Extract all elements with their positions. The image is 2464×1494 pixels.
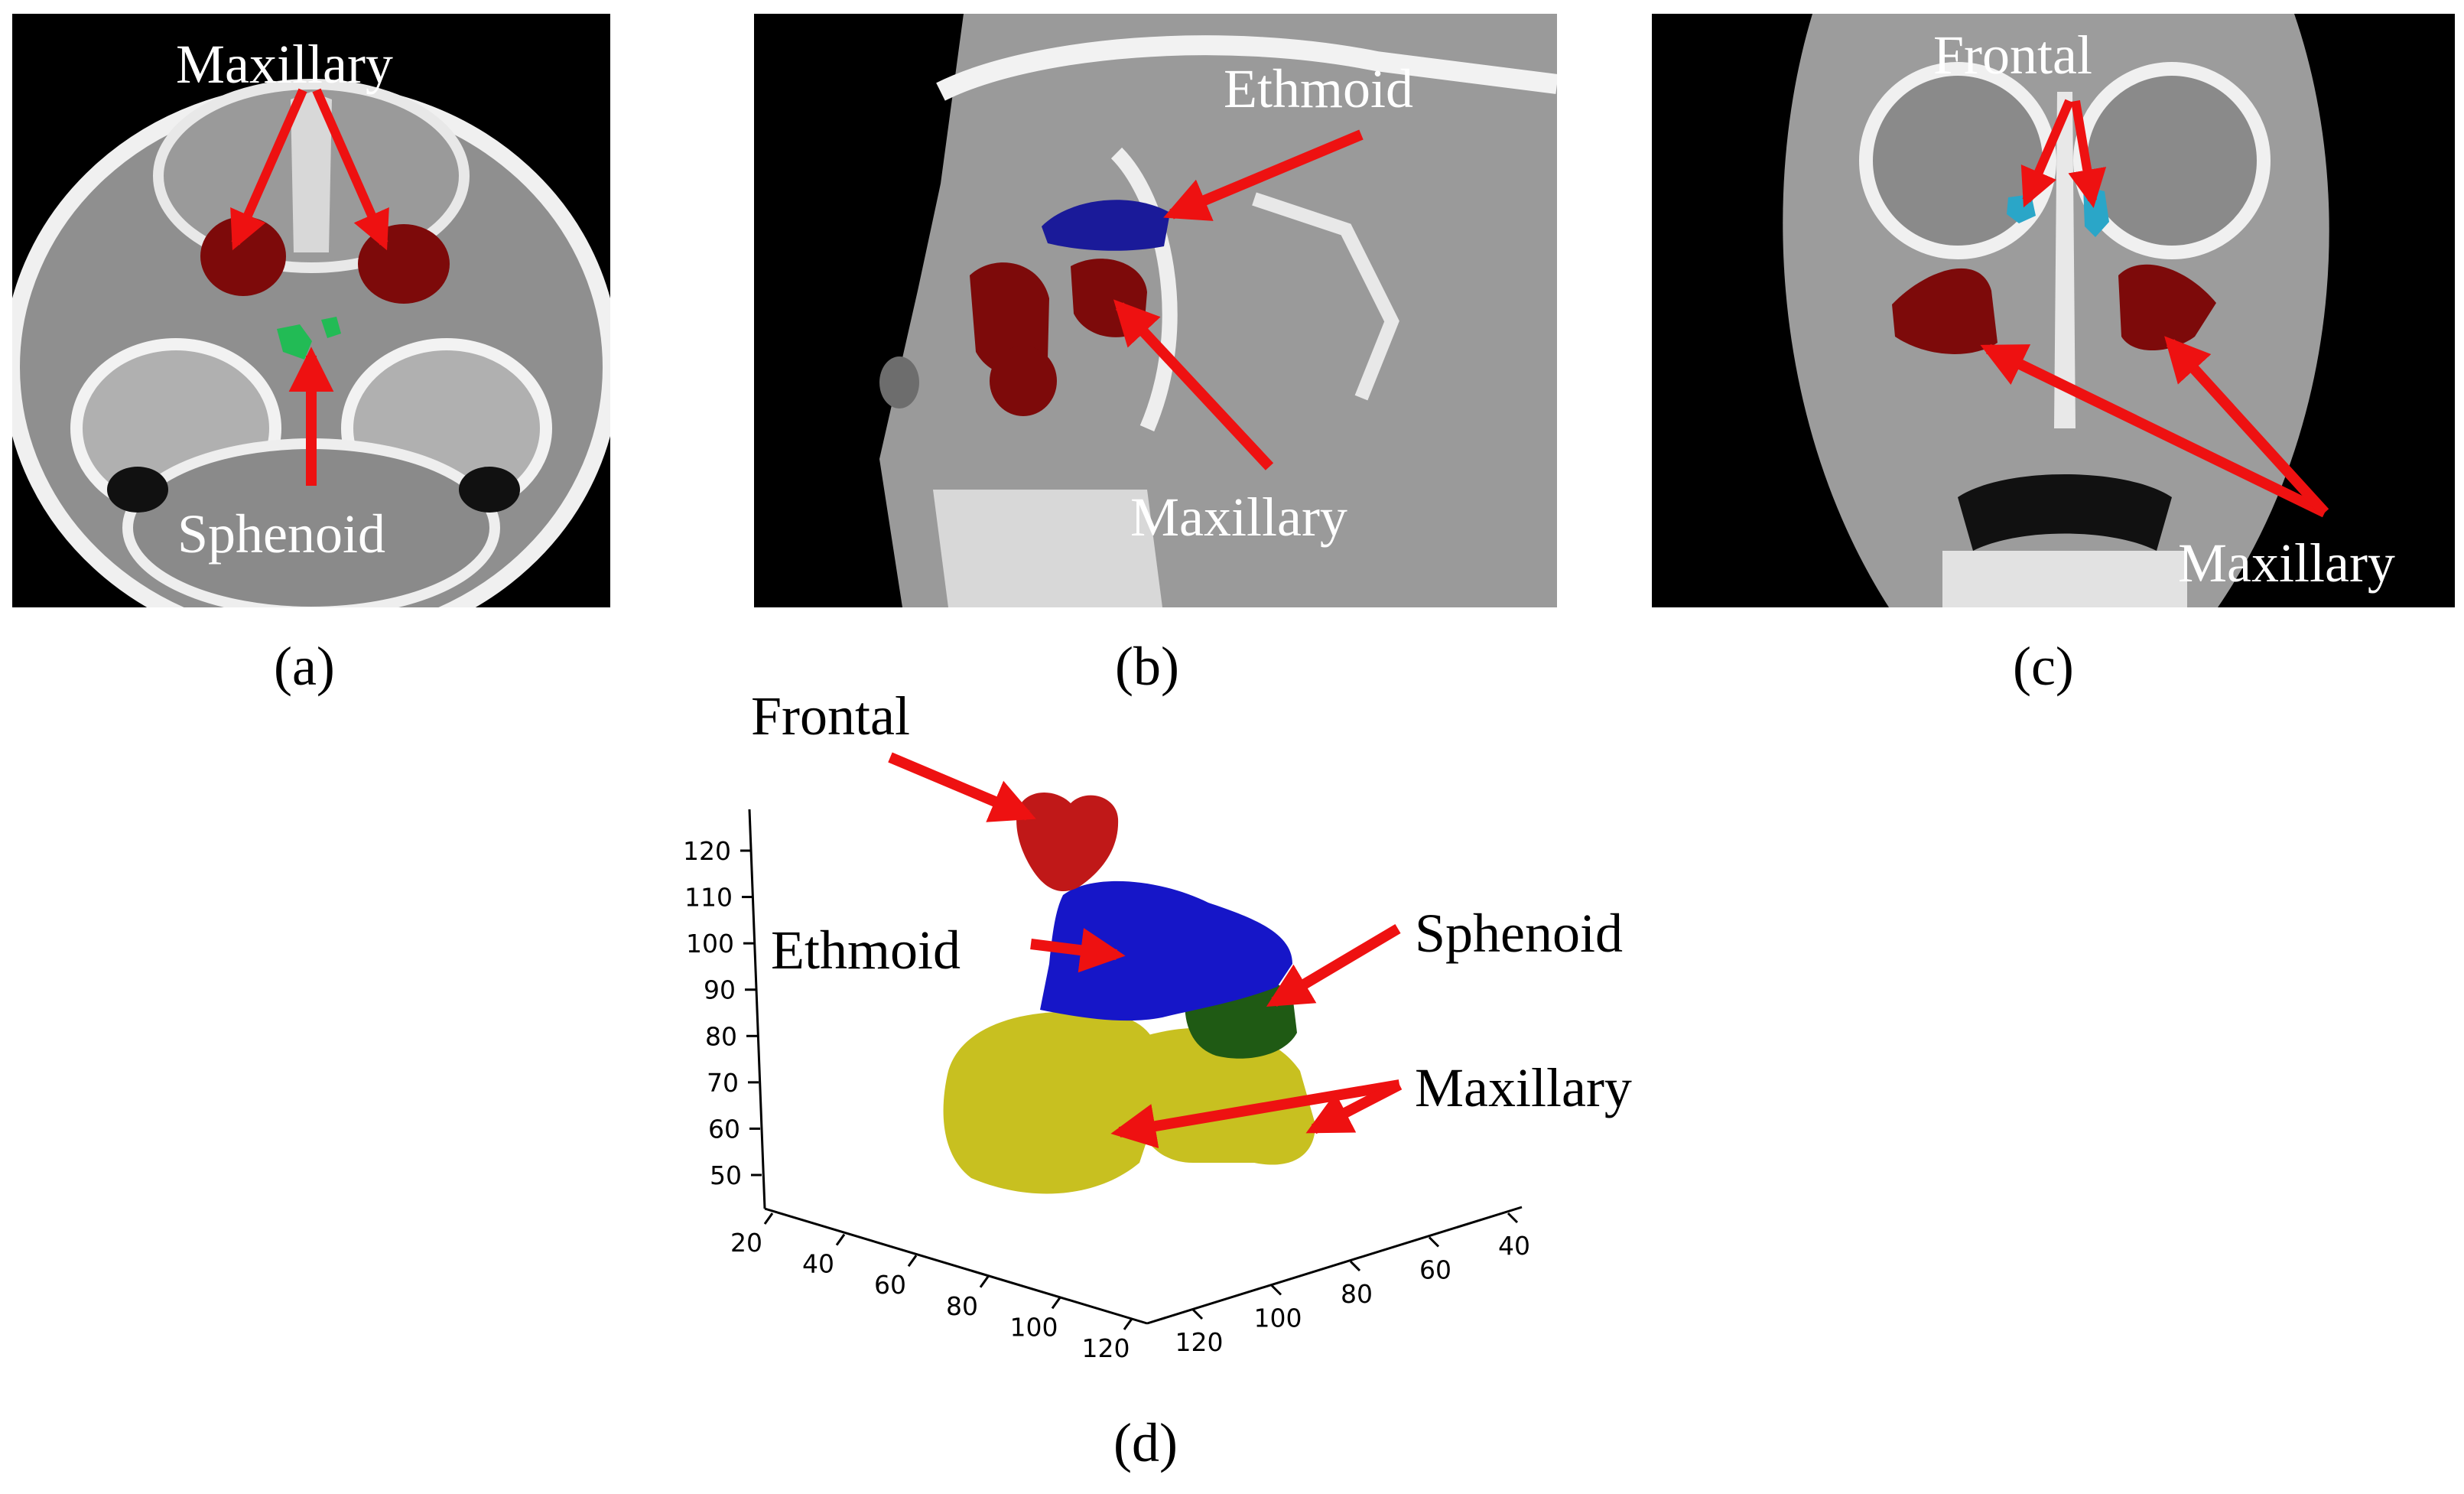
maxillary-sinus-3d-right (1132, 1027, 1315, 1165)
caption-c: (c) (2013, 636, 2074, 697)
axis-tick-label: 120 (1175, 1327, 1224, 1357)
axis-tick-label: 50 (710, 1160, 742, 1190)
arrow-maxillary-a-left (230, 88, 307, 251)
maxillary-sinus-ct-c-right (2118, 264, 2216, 351)
label-sphenoid-a: Sphenoid (177, 503, 385, 565)
axis-tick-label: 20 (730, 1228, 762, 1258)
axis-tick-label: 80 (1341, 1279, 1373, 1309)
axis-tick-label: 100 (686, 929, 734, 959)
arrow-maxillary-d-right (1305, 1079, 1403, 1134)
arrow-frontal-c-left (2020, 99, 2074, 208)
axis-tick-label: 60 (1419, 1255, 1451, 1285)
z-axis-line (748, 809, 766, 1209)
arrow-sphenoid-d (1266, 923, 1401, 1007)
axis-tick-label: 120 (683, 836, 731, 866)
arrow-maxillary-c-right (2164, 336, 2329, 516)
label-maxillary-c: Maxillary (2178, 532, 2395, 594)
maxillary-sinus-ct-b2 (990, 346, 1057, 416)
arrow-frontal-c-right (2068, 99, 2107, 208)
label-maxillary-a: Maxillary (176, 34, 393, 95)
label-maxillary-d: Maxillary (1415, 1057, 1632, 1118)
axis-tick-label: 120 (1082, 1333, 1130, 1363)
arrow-ethmoid-b (1163, 129, 1364, 221)
axis-tick (1349, 1260, 1361, 1272)
arrow-frontal-d (888, 752, 1036, 822)
axis-tick-label: 60 (708, 1114, 740, 1144)
label-ethmoid-d: Ethmoid (771, 920, 961, 981)
maxillary-sinus-ct-c-left (1892, 268, 1998, 354)
y-axis-ticks: 120 100 80 60 40 (1175, 1212, 1530, 1357)
label-sphenoid-d: Sphenoid (1415, 903, 1623, 964)
axis-tick (1051, 1297, 1061, 1310)
axis-tick (907, 1255, 918, 1268)
maxillary-sinus-3d-left (943, 1011, 1162, 1194)
axis-tick-label: 40 (1498, 1231, 1530, 1261)
ethmoid-sinus-3d (1040, 880, 1292, 1021)
axis-tick (1428, 1236, 1440, 1248)
arrow-maxillary-a-right (312, 88, 389, 251)
axis-tick (1191, 1308, 1204, 1320)
axis-tick (1270, 1284, 1282, 1296)
axis-tick (835, 1233, 846, 1246)
axis-tick (979, 1275, 990, 1288)
label-maxillary-b: Maxillary (1130, 487, 1347, 548)
axis-tick-label: 40 (802, 1249, 834, 1279)
panel-a: Maxillary Sphenoid (12, 14, 610, 607)
ct-anatomy-coronal (1783, 14, 2329, 607)
x-axis-ticks: 20 40 60 80 100 120 (730, 1212, 1133, 1363)
axis-tick-label: 80 (946, 1291, 978, 1321)
axis-tick (1507, 1212, 1519, 1224)
arrow-maxillary-c-left (1980, 343, 2328, 518)
x-axis-line (764, 1207, 1148, 1325)
label-ethmoid-b: Ethmoid (1224, 58, 1413, 119)
caption-d: (d) (1113, 1412, 1178, 1473)
panel-c: Frontal Maxillary (1652, 14, 2455, 607)
axis-tick (1123, 1318, 1133, 1330)
axis-tick-label: 60 (874, 1270, 906, 1300)
label-frontal-c: Frontal (1933, 24, 2092, 86)
axis-tick-label: 100 (1010, 1312, 1058, 1342)
axis-tick-label: 100 (1254, 1304, 1302, 1333)
panel-d: 120 110 100 90 80 70 60 50 20 40 60 80 100 120 120 10… (683, 685, 1632, 1363)
arrow-maxillary-b (1113, 299, 1274, 470)
y-axis-line (1146, 1206, 1523, 1325)
axis-tick (763, 1212, 774, 1225)
ct-anatomy-sagittal (879, 14, 1557, 607)
caption-b: (b) (1115, 636, 1179, 697)
label-frontal-d: Frontal (751, 685, 910, 747)
axis-tick-label: 90 (704, 975, 736, 1005)
caption-a: (a) (274, 636, 335, 697)
arrow-ethmoid-d (1030, 927, 1126, 973)
ethmoid-sinus-ct (1042, 200, 1170, 251)
axis-tick-label: 80 (705, 1021, 737, 1051)
axis-tick-label: 70 (707, 1068, 739, 1098)
panel-b: Ethmoid Maxillary (754, 14, 1557, 607)
maxillary-sinus-right-ct (358, 224, 450, 304)
axis-tick-label: 110 (684, 883, 733, 913)
z-axis-ticks: 120 110 100 90 80 70 60 50 (683, 836, 762, 1190)
frontal-sinus-3d (1016, 793, 1119, 892)
